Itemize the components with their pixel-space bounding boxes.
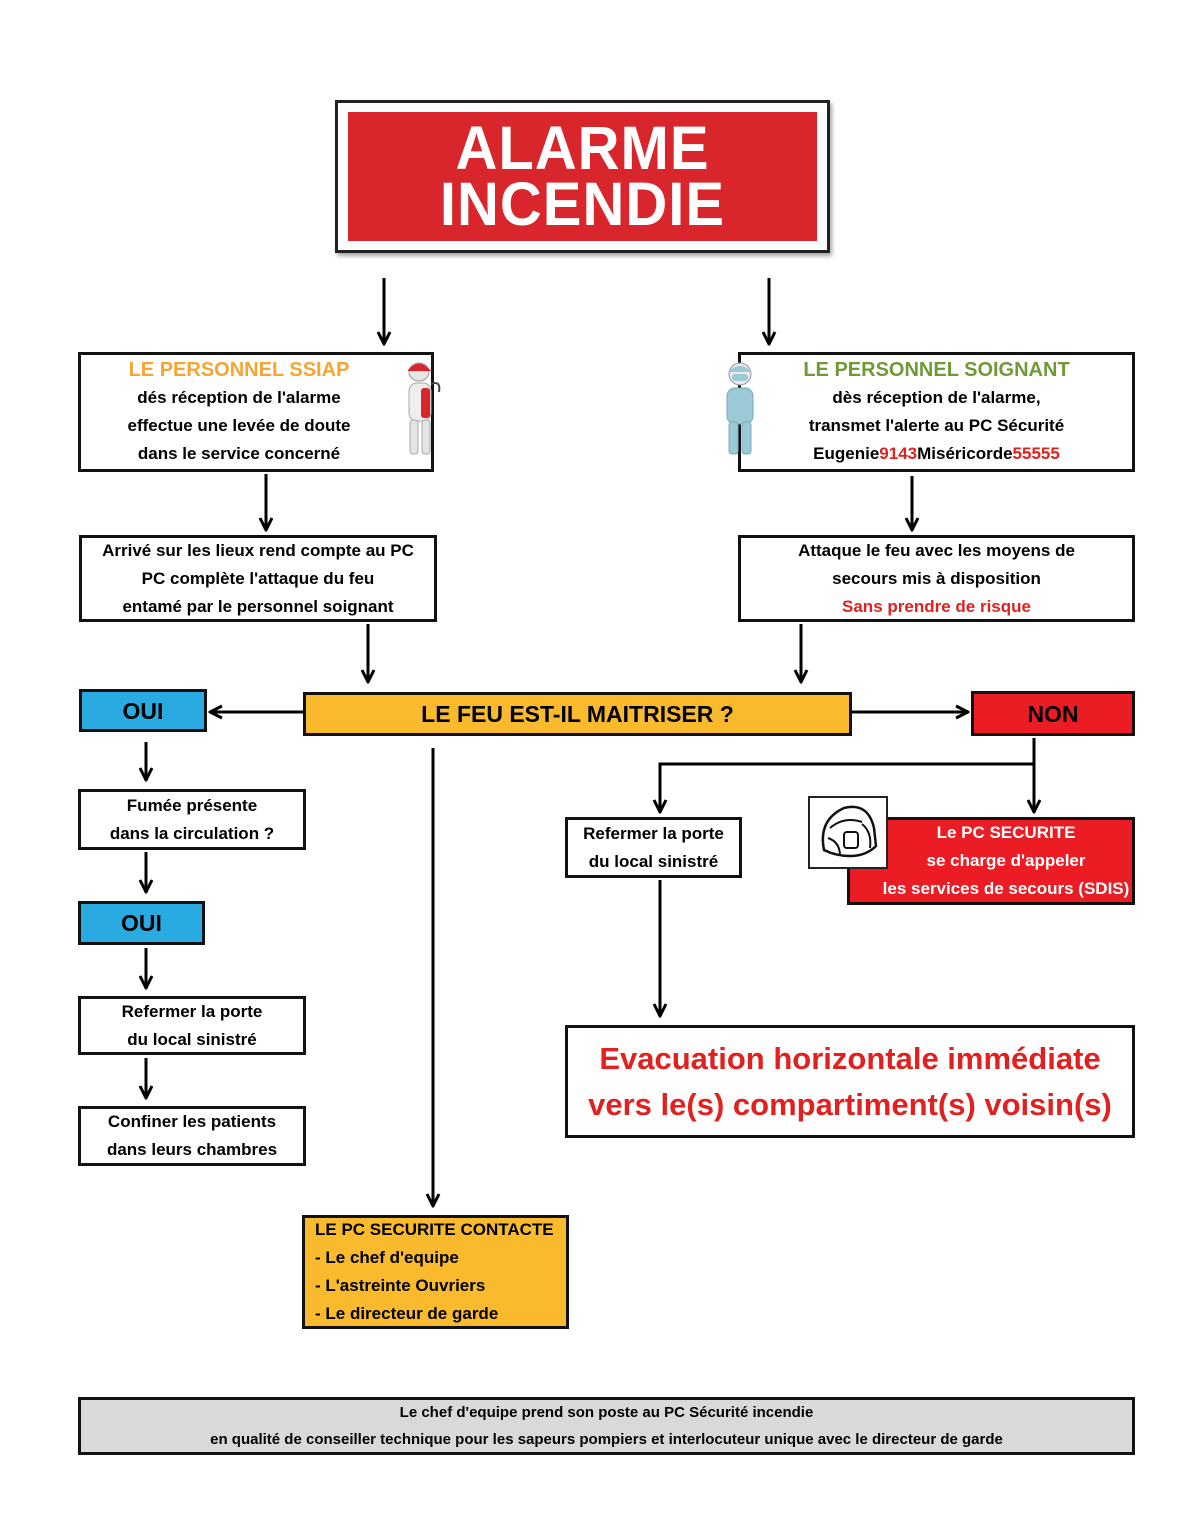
arrive-line: PC complète l'attaque du feu: [141, 568, 375, 588]
alarm-title-line1: ALARME: [455, 113, 710, 183]
evacuation-line: vers le(s) compartiment(s) voisin(s): [588, 1086, 1112, 1122]
oui-box-1: OUI: [79, 689, 207, 732]
arrive-box: Arrivé sur les lieux rend compte au PC P…: [79, 535, 437, 622]
phone-site-2: Miséricorde: [917, 444, 1013, 463]
footer-line: en qualité de conseiller technique pour …: [210, 1431, 1003, 1448]
ssiap-line: dés réception de l'alarme: [137, 388, 341, 407]
firefighter-helmet-icon: [808, 796, 888, 869]
soignant-box: LE PERSONNEL SOIGNANT dès réception de l…: [738, 352, 1135, 472]
oui-label-2: OUI: [121, 910, 162, 936]
confiner-box: Confiner les patients dans leurs chambre…: [78, 1106, 306, 1166]
evacuation-line: Evacuation horizontale immédiate: [599, 1040, 1101, 1076]
pc-contacte-item: - Le directeur de garde: [315, 1304, 499, 1323]
non-box: NON: [971, 691, 1135, 736]
non-label: NON: [1027, 700, 1079, 727]
refermer-right-box: Refermer la porte du local sinistré: [565, 817, 742, 878]
ssiap-line: effectue une levée de doute: [127, 416, 351, 435]
refermer-left-box: Refermer la porte du local sinistré: [78, 996, 306, 1055]
arrive-line: entamé par le personnel soignant: [122, 596, 394, 616]
refermer-left-line: du local sinistré: [127, 1029, 257, 1049]
pc-contacte-item: - L'astreinte Ouvriers: [315, 1276, 486, 1295]
confiner-line: dans leurs chambres: [106, 1140, 278, 1159]
pc-appel-box: Le PC SECURITE se charge d'appeler les s…: [847, 817, 1135, 905]
question-box: LE FEU EST-IL MAITRISER ?: [303, 692, 852, 736]
ssiap-line: dans le service concerné: [137, 444, 341, 463]
ssiap-heading: LE PERSONNEL SSIAP: [128, 359, 350, 381]
oui-label-1: OUI: [122, 697, 164, 724]
attaque-line: Attaque le feu avec les moyens de: [798, 540, 1075, 560]
alarm-sign-panel: ALARME INCENDIE: [348, 112, 817, 241]
arrive-line: Arrivé sur les lieux rend compte au PC: [102, 540, 414, 560]
phone-site-1: Eugenie: [813, 444, 880, 463]
alarm-sign: ALARME INCENDIE: [335, 100, 830, 253]
pc-contacte-box: LE PC SECURITE CONTACTE - Le chef d'equi…: [302, 1215, 569, 1329]
soignant-phone-numbers: Eugenie9143Miséricorde55555: [813, 440, 1060, 468]
pc-appel-line: se charge d'appeler: [926, 851, 1086, 870]
confiner-line: Confiner les patients: [107, 1112, 277, 1131]
fumee-box: Fumée présente dans la circulation ?: [78, 789, 306, 850]
soignant-heading: LE PERSONNEL SOIGNANT: [803, 359, 1070, 381]
phone-number-1: 9143: [879, 444, 918, 463]
alarm-title-line2: INCENDIE: [439, 169, 726, 239]
pc-appel-line: les services de secours (SDIS): [882, 879, 1130, 898]
fumee-line: Fumée présente: [126, 795, 258, 815]
firefighter-extinguisher-figure: [408, 362, 441, 455]
soignant-line: transmet l'alerte au PC Sécurité: [808, 416, 1065, 435]
question-label: LE FEU EST-IL MAITRISER ?: [421, 701, 734, 727]
soignant-line: dès réception de l'alarme,: [832, 388, 1041, 407]
pc-appel-line: Le PC SECURITE: [936, 823, 1076, 842]
evacuation-box: Evacuation horizontale immédiate vers le…: [565, 1025, 1135, 1138]
pc-contacte-item: - Le chef d'equipe: [315, 1248, 459, 1267]
refermer-right-line: Refermer la porte: [583, 823, 724, 843]
refermer-left-line: Refermer la porte: [121, 1001, 263, 1021]
oui-box-2: OUI: [78, 901, 205, 945]
attaque-warning: Sans prendre de risque: [842, 596, 1031, 616]
ssiap-box: LE PERSONNEL SSIAP dés réception de l'al…: [78, 352, 434, 472]
attaque-line: secours mis à disposition: [832, 568, 1041, 588]
footer-note: Le chef d'equipe prend son poste au PC S…: [78, 1397, 1135, 1455]
pc-contacte-heading: LE PC SECURITE CONTACTE: [315, 1220, 554, 1239]
refermer-right-line: du local sinistré: [588, 851, 719, 871]
arrow-non-to-refermer: [660, 738, 1036, 812]
phone-number-2: 55555: [1012, 444, 1060, 463]
footer-line: Le chef d'equipe prend son poste au PC S…: [399, 1404, 814, 1421]
fumee-line: dans la circulation ?: [109, 823, 275, 843]
nurse-figure: [726, 362, 754, 455]
attaque-box: Attaque le feu avec les moyens de secour…: [738, 535, 1135, 622]
